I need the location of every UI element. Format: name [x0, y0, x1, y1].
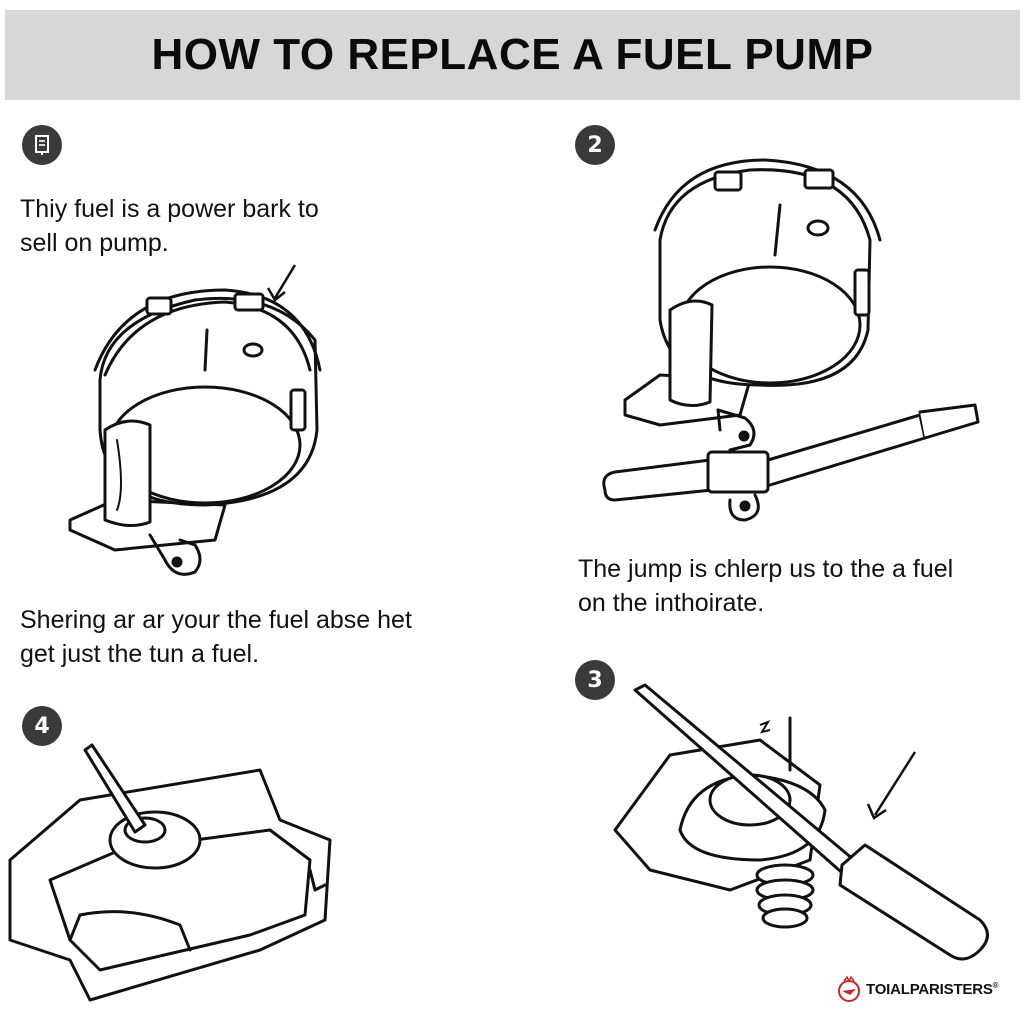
- step-2-caption: The jump is chlerp us to the a fuel on t…: [578, 555, 954, 617]
- step-3-badge: 3: [575, 660, 615, 700]
- page-title: HOW TO REPLACE A FUEL PUMP: [151, 30, 874, 79]
- step-3-number: 3: [587, 667, 603, 693]
- step-3-socket-illustration: [610, 680, 990, 980]
- step-1-caption: Thiy fuel is a power bark to sell on pum…: [20, 195, 319, 257]
- brand-emblem-icon: [838, 975, 860, 1002]
- title-banner: HOW TO REPLACE A FUEL PUMP: [5, 10, 1020, 100]
- step-4-badge: 4: [22, 706, 62, 746]
- middle-left-note: Shering ar ar your the fuel abse het get…: [20, 606, 412, 668]
- step-4-bracket-illustration: [10, 740, 350, 1010]
- step-2-pump-illustration: [600, 160, 1000, 540]
- page-icon: [35, 135, 49, 155]
- step-2-badge: 2: [575, 125, 615, 165]
- brand-name: TOIALPARISTERS®: [866, 980, 999, 998]
- arrow-icon: [268, 265, 295, 300]
- arrow-icon: [868, 752, 915, 818]
- step-2-number: 2: [587, 132, 603, 158]
- step-1-badge: [22, 125, 62, 165]
- brand-logo: TOIALPARISTERS®: [836, 975, 999, 1003]
- step-1-pump-illustration: [55, 260, 355, 580]
- step-4-number: 4: [34, 713, 50, 739]
